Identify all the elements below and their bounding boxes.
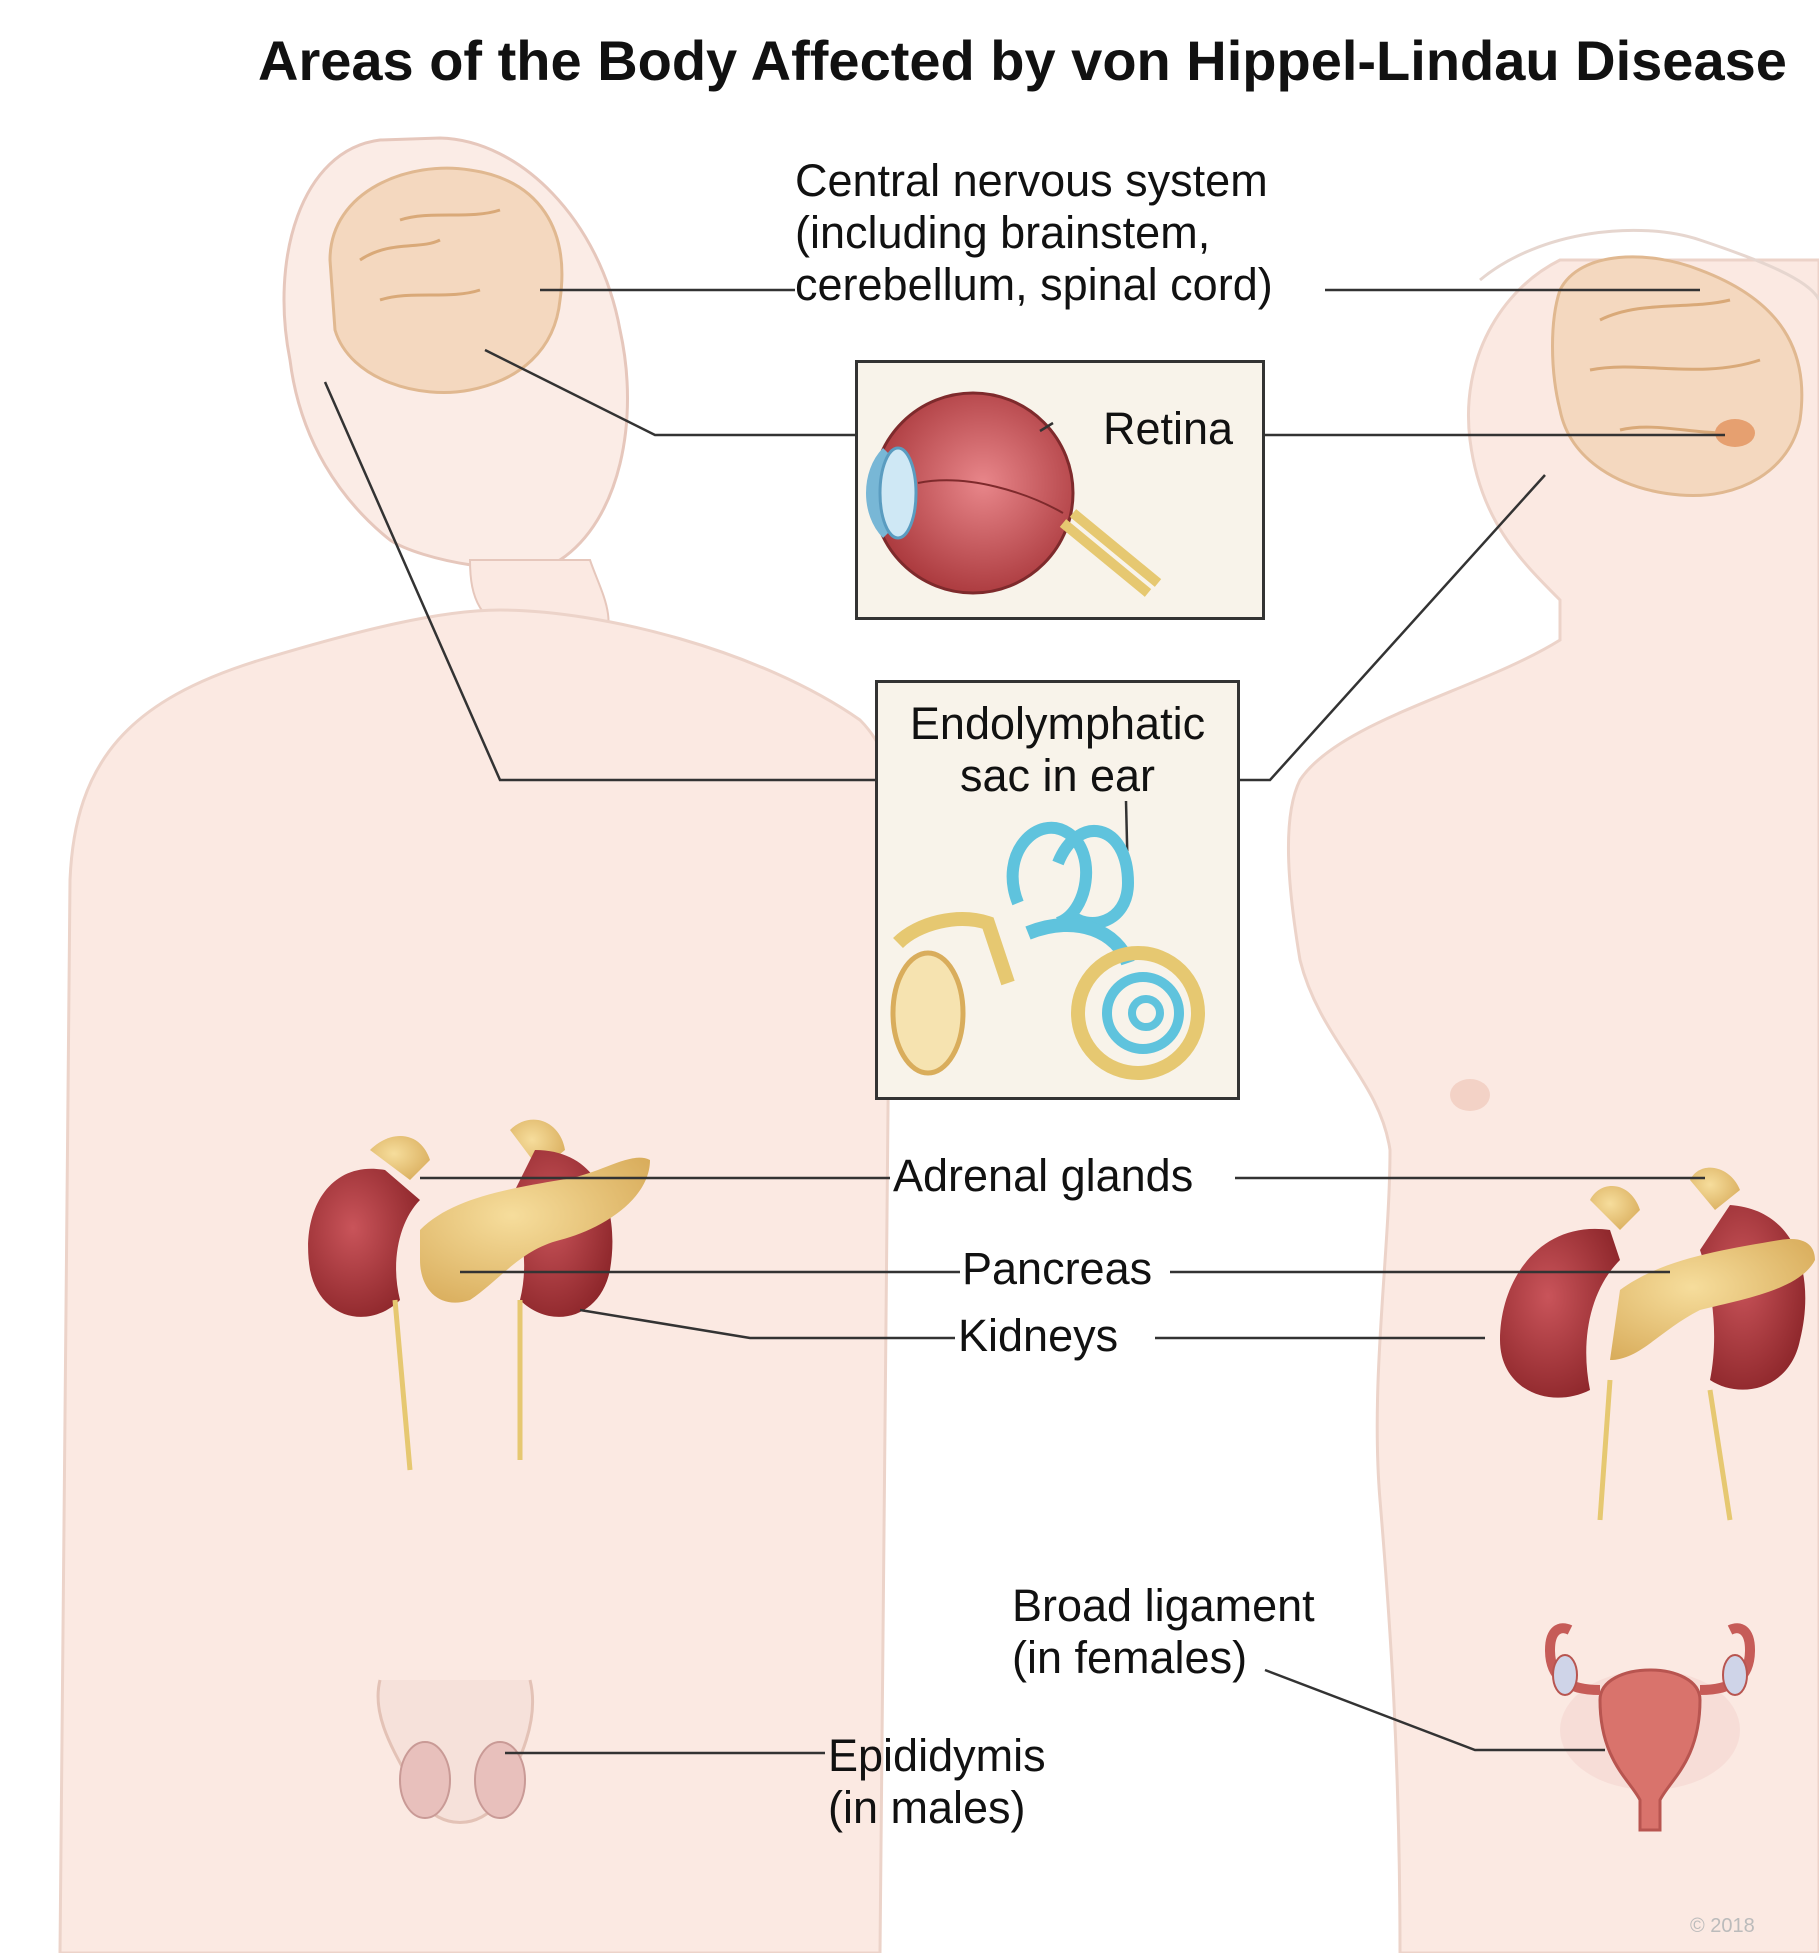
- broad-ligament-label: Broad ligament (in females): [1012, 1580, 1315, 1684]
- adrenal-glands-label: Adrenal glands: [893, 1150, 1193, 1202]
- eye-icon: [858, 363, 1262, 617]
- kidneys-label: Kidneys: [958, 1310, 1118, 1362]
- cns-label: Central nervous system (including brains…: [795, 155, 1273, 311]
- endolymphatic-inset: Endolymphatic sac in ear: [875, 680, 1240, 1100]
- epididymis-label: Epididymis (in males): [828, 1730, 1046, 1834]
- female-eye-spot: [1715, 419, 1755, 447]
- page-title: Areas of the Body Affected by von Hippel…: [258, 28, 1818, 93]
- retina-inset: Retina: [855, 360, 1265, 620]
- retina-label: Retina: [1103, 403, 1233, 455]
- male-brain: [330, 168, 562, 392]
- pancreas-label: Pancreas: [962, 1243, 1152, 1295]
- copyright-notice: © 2018: [1690, 1915, 1755, 1938]
- inner-ear-icon: [878, 683, 1237, 1097]
